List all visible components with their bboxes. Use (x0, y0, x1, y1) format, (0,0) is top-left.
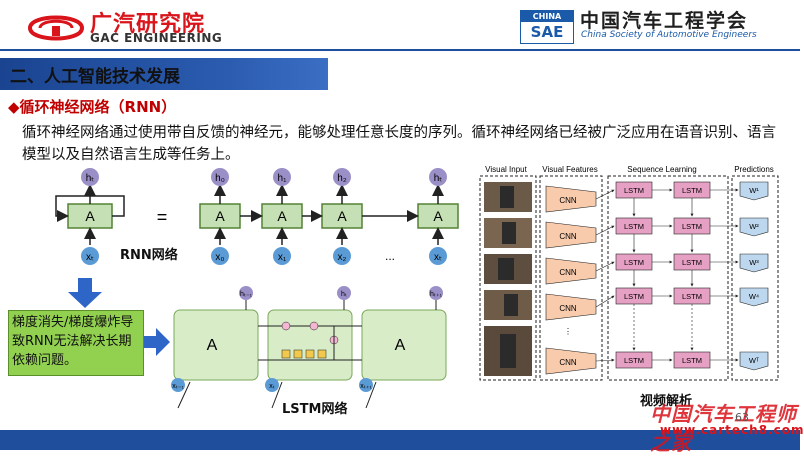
cnn-label: CNN (559, 196, 577, 205)
down-arrow-icon (68, 278, 102, 308)
lstm-box-label: LSTM (682, 186, 702, 195)
svg-text:⋮: ⋮ (564, 327, 572, 336)
cell-label: A (433, 208, 443, 224)
lstm-box-label: LSTM (624, 292, 644, 301)
lstm-box-label: LSTM (624, 258, 644, 267)
cell-label: A (215, 208, 225, 224)
column-header: Visual Features (542, 165, 597, 174)
cnn-label: CNN (559, 304, 577, 313)
header-divider (0, 49, 800, 51)
gac-name-cn: 广汽研究院 (90, 12, 206, 37)
lstm-h-label: hₜ (341, 291, 347, 298)
rnn-h-label: hₜ (86, 173, 95, 184)
section-title-bar (0, 58, 328, 90)
cnn-column: CNN CNN CNN CNN CNN ⋮ (545, 185, 597, 375)
rnn-x-label: x₂ (338, 252, 347, 263)
equals-sign: = (157, 207, 168, 227)
prediction-label: W² (749, 222, 759, 231)
lstm-box-label: LSTM (682, 258, 702, 267)
gac-logo (26, 10, 86, 46)
section-title: 二、人工智能技术发展 (10, 67, 180, 87)
watermark-url: www.cartech8.com (660, 423, 804, 437)
rnn-label: RNN网络 (120, 248, 178, 263)
lstm-box-label: LSTM (624, 222, 644, 231)
prediction-label: W⁴ (749, 292, 759, 301)
video-analysis-diagram: Visual Input Visual Features Sequence Le… (479, 165, 779, 381)
prediction-label: W¹ (749, 186, 759, 195)
rnn-unrolled: A A A A h₀ h₁ h₂ hₜ x₀ x₁ x₂ xₜ ... (199, 168, 459, 265)
cnn-label: CNN (559, 268, 577, 277)
subsection-title: ◆循环神经网络（RNN） (8, 98, 177, 116)
lstm-x-label: xₜ (269, 383, 275, 390)
prediction-label: W³ (749, 258, 759, 267)
rnn-h-label: h₁ (278, 173, 288, 184)
lstm-h-label: hₜ₊₁ (430, 291, 443, 298)
column-header: Sequence Learning (627, 165, 696, 174)
lstm-x-label: xₜ₋₁ (172, 383, 184, 390)
rnn-h-label: h₂ (337, 173, 347, 184)
footer-bar (0, 430, 800, 450)
lstm-h-label: hₜ₋₁ (240, 291, 253, 298)
lstm-box-label: LSTM (682, 222, 702, 231)
body-paragraph: 循环神经网络通过使用带自反馈的神经元，能够处理任意长度的序列。循环神经网络已经被… (22, 125, 776, 163)
sae-badge-bottom: SAE (530, 23, 564, 41)
video-analysis-label: 视频解析 (640, 394, 693, 409)
rnn-h-label: hₜ (434, 173, 443, 184)
rnn-x-label: xₜ (434, 252, 442, 263)
ellipsis: ... (385, 249, 395, 263)
page-number: 63 (735, 411, 749, 424)
column-header: Predictions (734, 165, 774, 174)
right-arrow-icon (142, 328, 170, 356)
cell-label: A (207, 337, 218, 354)
cell-label: A (85, 208, 95, 224)
sae-name-cn: 中国汽车工程学会 (580, 10, 749, 32)
lstm-x-label: xₜ₊₁ (360, 383, 372, 390)
cnn-label: CNN (559, 358, 577, 367)
cell-label: A (277, 208, 287, 224)
rnn-x-label: x₁ (278, 252, 287, 263)
rnn-x-label: x₀ (215, 252, 224, 263)
sae-name-en: China Society of Automotive Engineers (581, 30, 757, 40)
column-header: Visual Input (485, 165, 527, 174)
problem-box (8, 310, 144, 376)
lstm-box-label: LSTM (624, 186, 644, 195)
rnn-x-label: xₜ (86, 252, 94, 263)
cell-label: A (337, 208, 347, 224)
watermark-text: 中国汽车工程师之家 (650, 402, 797, 455)
sae-logo: CHINA SAE (520, 10, 574, 44)
lstm-chain: A A hₜ₋₁ hₜ hₜ₊₁ xₜ₋₁ xₜ xₜ₊₁ (171, 286, 447, 409)
predictions-column: W¹ W² W³ W⁴ Wᵀ (710, 181, 769, 371)
lstm-label: LSTM网络 (282, 402, 348, 417)
lstm-box-label: LSTM (624, 356, 644, 365)
sae-badge-top: CHINA (521, 11, 573, 22)
cnn-label: CNN (559, 232, 577, 241)
lstm-column: LSTM LSTM LSTM LSTM LSTM LSTM LSTM LSTM … (595, 181, 711, 369)
cell-label: A (395, 337, 406, 354)
rnn-folded-cell: A hₜ xₜ (55, 168, 125, 265)
prediction-label: Wᵀ (749, 356, 760, 365)
rnn-lstm-diagram: A hₜ xₜ = A A A A h₀ h₁ h₂ hₜ x₀ (55, 168, 459, 409)
problem-text: 梯度消失/梯度爆炸导致RNN无法解决长期依赖问题。 (12, 315, 134, 368)
rnn-h-label: h₀ (215, 173, 225, 184)
gac-name-en: GAC ENGINEERING (90, 31, 223, 45)
lstm-box-label: LSTM (682, 356, 702, 365)
lstm-box-label: LSTM (682, 292, 702, 301)
